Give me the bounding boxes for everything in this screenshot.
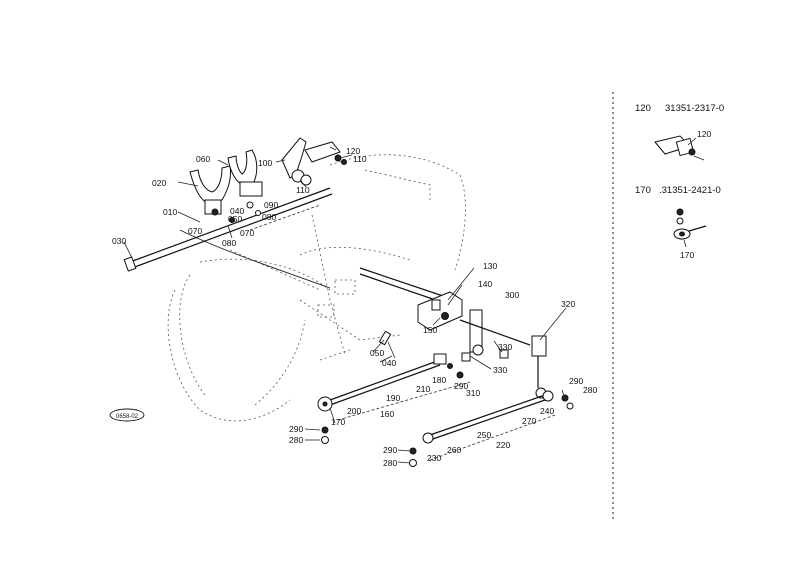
callout-040: 040 — [382, 358, 396, 368]
callout-320: 320 — [561, 299, 575, 309]
callout-200: 200 — [347, 406, 361, 416]
side-ref-120: 120 — [635, 103, 651, 114]
callout-300: 300 — [505, 290, 519, 300]
shift-rod-assembly — [123, 137, 347, 272]
callout-030: 030 — [112, 236, 126, 246]
link-rods — [317, 353, 574, 467]
callout-100: 100 — [258, 158, 272, 168]
callout-240: 240 — [540, 406, 554, 416]
callout-labels: 010 020 030 040 050 060 070 070 080 080 … — [112, 146, 597, 468]
callout-290: 290 — [289, 424, 303, 434]
side-partno-120: 31351-2317-0 — [665, 103, 724, 114]
callout-220: 220 — [496, 440, 510, 450]
callout-010: 010 — [163, 207, 177, 217]
callout-280: 280 — [383, 458, 397, 468]
callout-180: 180 — [432, 375, 446, 385]
callout-170: 170 — [331, 417, 345, 427]
callout-330: 330 — [493, 365, 507, 375]
callout-160: 160 — [380, 409, 394, 419]
callout-080: 080 — [222, 238, 236, 248]
detent-detail-drawing — [654, 135, 705, 161]
drawing-stamp: 0658-02 — [109, 408, 145, 422]
callout-210: 210 — [416, 384, 430, 394]
callout-040: 040 — [230, 206, 244, 216]
callout-290: 290 — [383, 445, 397, 455]
callout-310: 310 — [466, 388, 480, 398]
callout-110: 110 — [296, 185, 310, 195]
leader-lines — [123, 146, 567, 464]
callout-330: 330 — [498, 342, 512, 352]
side-partno-170: .31351-2421-0 — [659, 185, 721, 196]
shift-lever-bracket — [359, 267, 547, 399]
callout-060: 060 — [196, 154, 210, 164]
callout-020: 020 — [152, 178, 166, 188]
callout-070: 070 — [240, 228, 254, 238]
rod-end-detail-drawing — [673, 208, 707, 248]
side-callout-170: 170 — [680, 250, 694, 260]
callout-140: 140 — [478, 279, 492, 289]
callout-250: 250 — [477, 430, 491, 440]
callout-110: 110 — [353, 154, 367, 164]
callout-130: 130 — [483, 261, 497, 271]
callout-280: 280 — [583, 385, 597, 395]
side-callout-120: 120 — [697, 129, 711, 139]
callout-120: 120 — [346, 146, 360, 156]
callout-190: 190 — [386, 393, 400, 403]
callout-290: 290 — [569, 376, 583, 386]
callout-260: 260 — [447, 445, 461, 455]
callout-050: 050 — [228, 214, 242, 224]
callout-090: 090 — [264, 200, 278, 210]
callout-050: 050 — [370, 348, 384, 358]
callout-230: 230 — [427, 453, 441, 463]
callout-150: 150 — [423, 325, 437, 335]
callout-080: 080 — [262, 212, 276, 222]
stamp-text: 0658-02 — [116, 414, 139, 420]
side-ref-170: 170 — [635, 185, 651, 196]
callout-290: 290 — [454, 381, 468, 391]
callout-280: 280 — [289, 435, 303, 445]
side-panel: 120 31351-2317-0 120 170 .31351-2421-0 1… — [635, 103, 724, 260]
transmission-housing-outline — [167, 154, 466, 422]
callout-270: 270 — [522, 416, 536, 426]
callout-070: 070 — [188, 226, 202, 236]
